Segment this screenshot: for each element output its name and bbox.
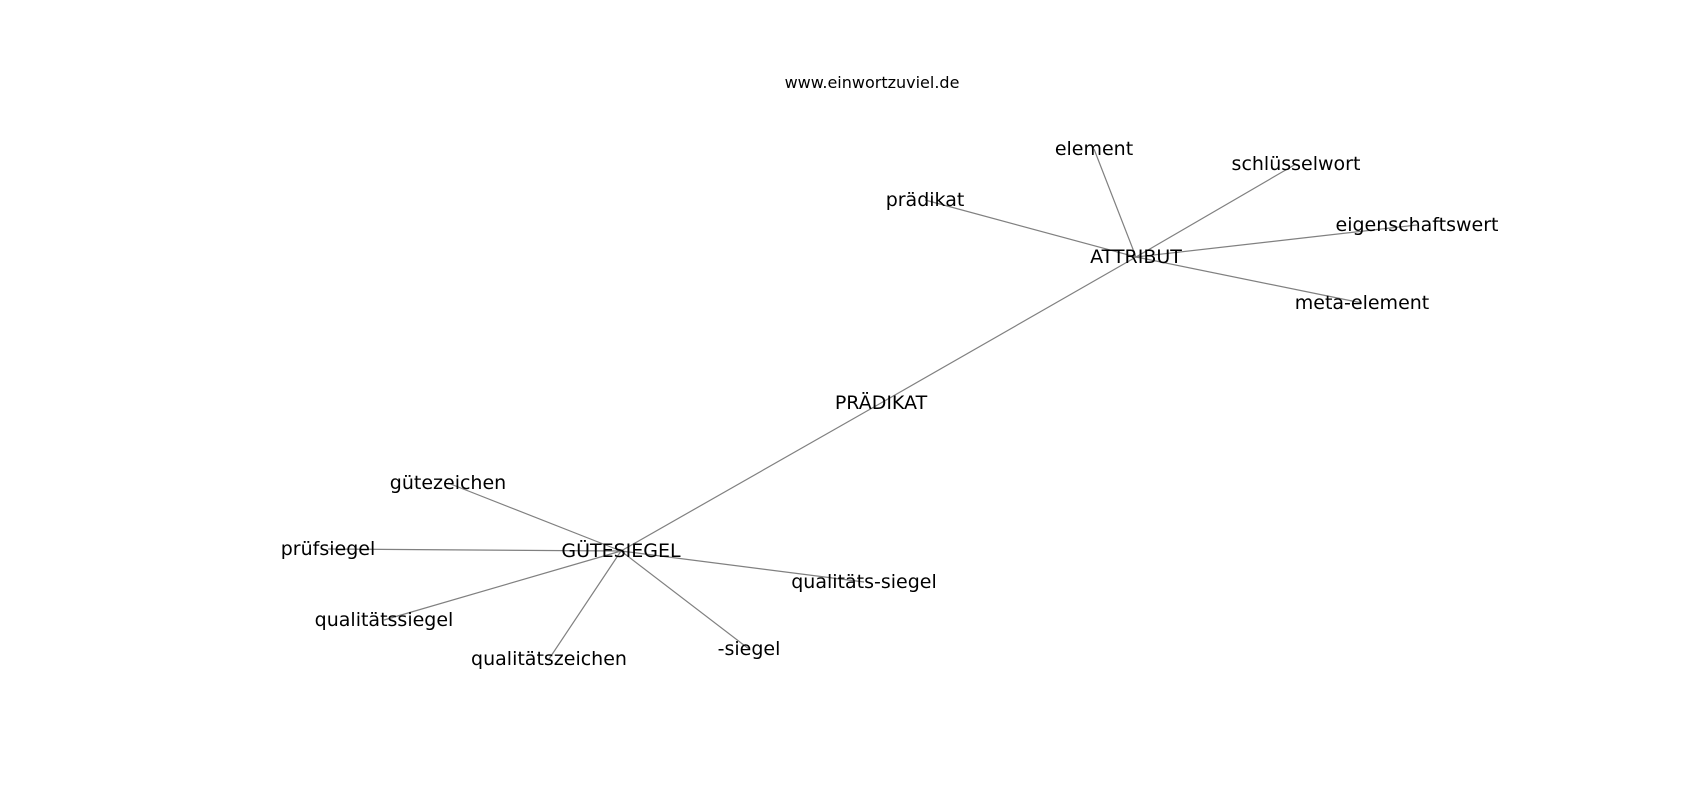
edge-attribut-meta_element: [1135, 256, 1363, 304]
node-labels-group: PRÄDIKAT ATTRIBUT GÜTESIEGEL element sch…: [281, 138, 1499, 670]
node-qualitaets-siegel: qualitäts-siegel: [791, 571, 937, 593]
site-url-label: www.einwortzuviel.de: [785, 73, 960, 92]
node-guetesiegel: GÜTESIEGEL: [561, 539, 681, 562]
node-praedikat-center: PRÄDIKAT: [835, 391, 928, 414]
node-praedikat-small: prädikat: [886, 189, 965, 211]
edge-attribut-eigenschaftswert: [1135, 224, 1418, 258]
node-element: element: [1055, 138, 1133, 160]
edge-attribut-element: [1093, 148, 1137, 258]
edge-praedikat_center-guetesiegel: [620, 402, 882, 552]
node-qualitaetssiegel: qualitätssiegel: [315, 609, 454, 631]
node-pruefsiegel: prüfsiegel: [281, 538, 376, 560]
edge-guetesiegel-pruefsiegel: [327, 548, 622, 552]
node-meta-element: meta-element: [1295, 292, 1430, 314]
node-qualitaetszeichen: qualitätszeichen: [471, 648, 627, 670]
edge-guetesiegel-guetezeichen: [447, 482, 622, 552]
edge-guetesiegel-qualitaetszeichen: [548, 550, 622, 660]
node-eigenschaftswert: eigenschaftswert: [1336, 214, 1499, 236]
edge-attribut-schluesselwort: [1135, 163, 1297, 258]
edge-guetesiegel-qualitaets_siegel: [620, 550, 865, 583]
node-guetezeichen: gütezeichen: [390, 472, 506, 494]
node-siegel: -siegel: [718, 638, 781, 660]
node-attribut: ATTRIBUT: [1090, 246, 1182, 268]
edge-guetesiegel-siegel: [620, 550, 750, 650]
edge-guetesiegel-qualitaetssiegel: [383, 550, 622, 621]
edges-group: [327, 148, 1418, 660]
node-schluesselwort: schlüsselwort: [1232, 153, 1361, 175]
edge-attribut-praedikat_center: [880, 256, 1137, 404]
edge-attribut-praedikat_small: [924, 199, 1137, 258]
